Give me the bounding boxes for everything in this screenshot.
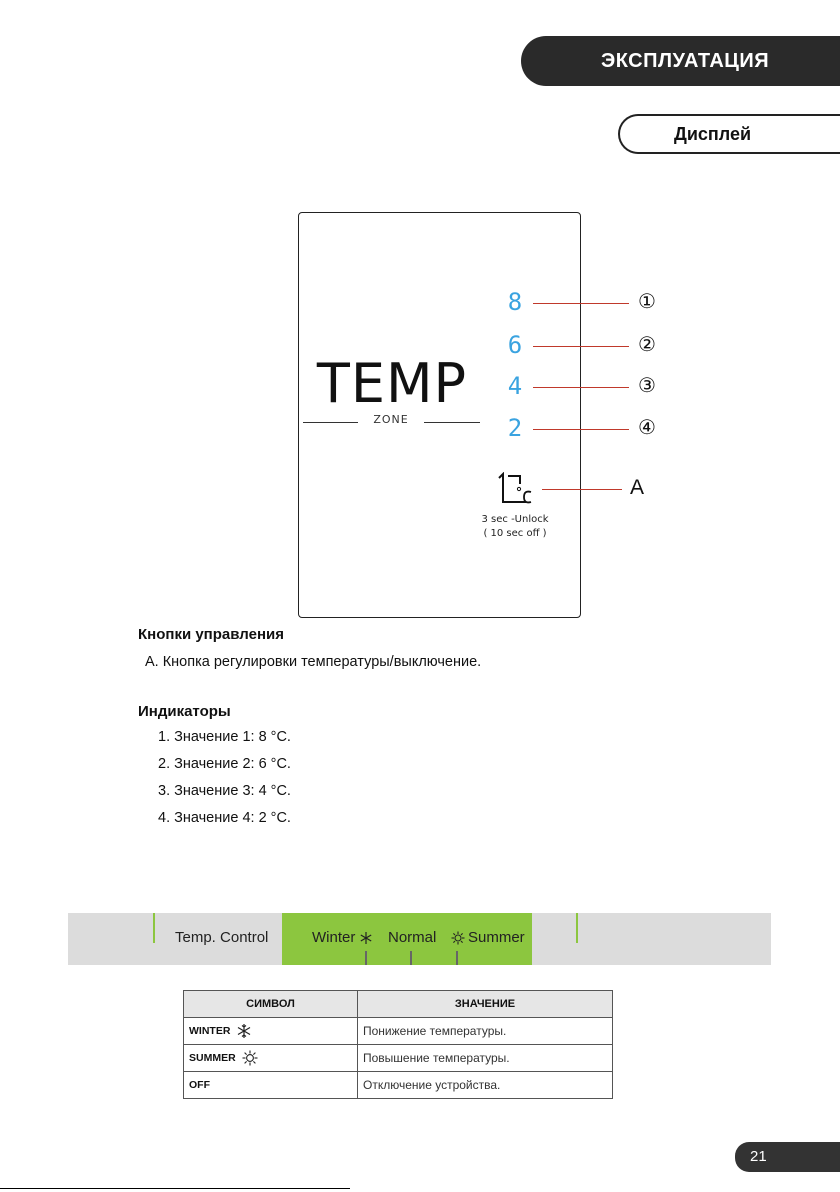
meaning-cell: Повышение температуры.	[357, 1044, 613, 1072]
display-panel	[298, 212, 581, 618]
section-banner: ЭКСПЛУАТАЦИЯ	[521, 36, 840, 86]
unlock-instructions: 3 sec -Unlock ( 10 sec off )	[470, 513, 560, 541]
leader-line-3	[533, 387, 629, 388]
column-header-symbol: СИМВОЛ	[183, 990, 358, 1018]
temp-control-options-area	[282, 913, 532, 965]
snowflake-icon	[238, 1024, 251, 1038]
summer-tick	[456, 951, 458, 965]
symbol-label: OFF	[189, 1079, 210, 1091]
indicator-digit-4: 2	[507, 414, 523, 442]
indicator-digit-1: 8	[507, 288, 523, 316]
column-header-meaning: ЗНАЧЕНИЕ	[357, 990, 613, 1018]
off-text: ( 10 sec off )	[483, 528, 547, 539]
indicator-item-2: 2. Значение 2: 6 °C.	[158, 756, 291, 772]
leader-line-a	[542, 489, 622, 490]
leader-line-4	[533, 429, 629, 430]
winter-tick	[365, 951, 367, 965]
page-number: 21	[735, 1142, 840, 1172]
indicators-heading: Индикаторы	[138, 703, 231, 720]
footer-rule	[0, 1188, 350, 1189]
temp-lock-button-icon[interactable]	[496, 472, 536, 506]
option-normal[interactable]: Normal	[388, 929, 437, 946]
bar-divider-left	[153, 913, 155, 943]
indicator-item-3: 3. Значение 3: 4 °C.	[158, 783, 291, 799]
table-header-row: СИМВОЛ ЗНАЧЕНИЕ	[183, 990, 613, 1018]
meaning-cell: Понижение температуры.	[357, 1017, 613, 1045]
indicator-item-4: 4. Значение 4: 2 °C.	[158, 810, 291, 826]
leader-line-2	[533, 346, 629, 347]
zone-divider-right	[424, 422, 480, 423]
temp-control-label: Temp. Control	[175, 929, 269, 946]
indicator-digit-2: 6	[507, 331, 523, 359]
indicator-digit-3: 4	[507, 372, 523, 400]
controls-heading: Кнопки управления	[138, 626, 284, 643]
controls-item-a: A. Кнопка регулировки температуры/выключ…	[145, 654, 482, 670]
sun-icon	[451, 931, 465, 945]
section-title: ЭКСПЛУАТАЦИЯ	[601, 50, 770, 72]
temp-label: TEMP	[316, 352, 468, 415]
zone-divider-left	[303, 422, 358, 423]
marker-1: ①	[638, 289, 656, 313]
symbol-label: WINTER	[189, 1024, 231, 1037]
symbol-legend-table: СИМВОЛ ЗНАЧЕНИЕ WINTER Понижение темпера…	[183, 990, 613, 1099]
symbol-label: SUMMER	[189, 1051, 236, 1064]
symbol-cell: WINTER	[183, 1017, 358, 1045]
bar-divider-right	[576, 913, 578, 943]
leader-line-1	[533, 303, 629, 304]
symbol-cell: OFF	[183, 1071, 358, 1099]
table-row: WINTER Понижение температуры.	[183, 1017, 613, 1045]
unlock-text: 3 sec -Unlock	[481, 514, 549, 525]
normal-tick	[410, 951, 412, 965]
indicator-item-1: 1. Значение 1: 8 °C.	[158, 729, 291, 745]
zone-label: ZONE	[373, 413, 409, 426]
marker-4: ④	[638, 415, 656, 439]
symbol-cell: SUMMER	[183, 1044, 358, 1072]
table-row: SUMMER Повышение температуры.	[183, 1044, 613, 1072]
snowflake-icon	[360, 932, 372, 944]
marker-3: ③	[638, 373, 656, 397]
option-winter[interactable]: Winter	[312, 929, 356, 946]
table-row: OFF Отключение устройства.	[183, 1071, 613, 1099]
marker-2: ②	[638, 332, 656, 356]
subsection-tab: Дисплей	[618, 114, 840, 154]
meaning-cell: Отключение устройства.	[357, 1071, 613, 1099]
marker-a: A	[630, 476, 645, 499]
option-summer[interactable]: Summer	[468, 929, 525, 946]
sun-icon	[242, 1050, 258, 1066]
subsection-title: Дисплей	[674, 124, 752, 144]
